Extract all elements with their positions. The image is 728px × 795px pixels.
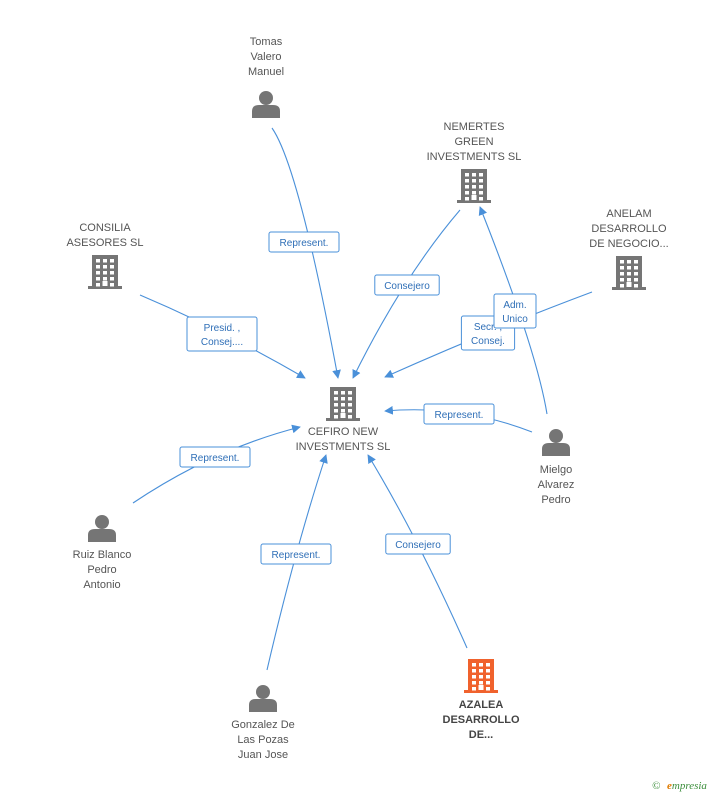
edge-label-mielgo-nemertes[interactable]: Adm. Unico bbox=[493, 293, 537, 329]
edge-label-text: Presid. , bbox=[204, 323, 241, 334]
edge-label-text: Represent. bbox=[435, 410, 484, 421]
node-label: ANELAM bbox=[606, 208, 651, 220]
building-icon bbox=[612, 256, 646, 290]
edge-label-azalea-cefiro[interactable]: Consejero bbox=[385, 533, 451, 555]
edge-label-text: Consej. bbox=[471, 336, 505, 347]
edge-label-nemertes-cefiro[interactable]: Consejero bbox=[374, 274, 440, 296]
edge-label-text: Consejero bbox=[384, 281, 430, 292]
node-label: Ruiz Blanco bbox=[73, 549, 132, 561]
edge-label-tomas-cefiro[interactable]: Represent. bbox=[268, 231, 340, 253]
node-label: INVESTMENTS SL bbox=[427, 151, 522, 163]
node-consilia[interactable]: CONSILIA ASESORES SL bbox=[66, 222, 144, 289]
edge-label-box bbox=[179, 446, 251, 468]
edge-label-text: Adm. bbox=[503, 300, 526, 311]
node-label: Tomas bbox=[250, 36, 283, 48]
edge-label-box bbox=[493, 293, 537, 329]
edge-label-box bbox=[186, 316, 258, 352]
node-anelam[interactable]: ANELAM DESARROLLO DE NEGOCIO... bbox=[589, 208, 669, 290]
edge-mielgo-nemertes bbox=[478, 206, 548, 415]
node-label: Pedro bbox=[541, 494, 570, 506]
edge-label-box bbox=[268, 231, 340, 253]
node-label: Antonio bbox=[83, 579, 120, 591]
edge-label-box bbox=[423, 403, 495, 425]
node-cefiro[interactable]: CEFIRO NEW INVESTMENTS SL bbox=[296, 387, 391, 453]
node-nemertes[interactable]: NEMERTES GREEN INVESTMENTS SL bbox=[427, 121, 522, 203]
brand-logo: empresia bbox=[667, 780, 707, 792]
building-icon bbox=[88, 255, 122, 289]
person-icon bbox=[542, 429, 570, 456]
edges-layer bbox=[132, 127, 593, 671]
node-azalea[interactable]: AZALEA DESARROLLO DE... bbox=[443, 659, 520, 741]
brand-initial: e bbox=[667, 780, 672, 792]
edge-label-consilia-cefiro[interactable]: Presid. , Consej.... bbox=[186, 316, 258, 352]
node-label: CONSILIA bbox=[79, 222, 131, 234]
node-label: Valero bbox=[251, 51, 282, 63]
node-label: DE NEGOCIO... bbox=[589, 238, 668, 250]
edge-label-mielgo-cefiro[interactable]: Represent. bbox=[423, 403, 495, 425]
brand-rest: mpresia bbox=[672, 780, 708, 792]
node-label: Alvarez bbox=[538, 479, 575, 491]
building-icon bbox=[457, 169, 491, 203]
copyright-symbol: © bbox=[652, 780, 661, 792]
footer-brand[interactable]: © empresia bbox=[652, 780, 707, 792]
node-label: ASESORES SL bbox=[66, 237, 143, 249]
node-label: INVESTMENTS SL bbox=[296, 441, 391, 453]
edge-label-text: Consejero bbox=[395, 540, 441, 551]
edge-label-box bbox=[260, 543, 332, 565]
edge-label-text: Represent. bbox=[272, 550, 321, 561]
edge-label-text: Represent. bbox=[280, 238, 329, 249]
building-icon bbox=[464, 659, 498, 693]
node-label: NEMERTES bbox=[444, 121, 505, 133]
building-icon bbox=[326, 387, 360, 421]
edge-label-box bbox=[385, 533, 451, 555]
node-label: Las Pozas bbox=[237, 734, 289, 746]
node-label: DESARROLLO bbox=[443, 714, 520, 726]
node-label: Gonzalez De bbox=[231, 719, 295, 731]
edge-label-ruiz-cefiro[interactable]: Represent. bbox=[179, 446, 251, 468]
edge-label-text: Represent. bbox=[191, 453, 240, 464]
node-label: CEFIRO NEW bbox=[308, 426, 379, 438]
person-icon bbox=[252, 91, 280, 118]
edge-label-text: Unico bbox=[502, 314, 528, 325]
person-icon bbox=[249, 685, 277, 712]
person-icon bbox=[88, 515, 116, 542]
node-label: Pedro bbox=[87, 564, 116, 576]
node-label: DE... bbox=[469, 729, 493, 741]
edge-label-text: Consej.... bbox=[201, 337, 243, 348]
node-label: AZALEA bbox=[459, 699, 504, 711]
node-label: Mielgo bbox=[540, 464, 572, 476]
edge-tomas-cefiro bbox=[271, 127, 341, 379]
nodes-layer: CEFIRO NEW INVESTMENTS SL TomasValeroManue… bbox=[66, 36, 668, 761]
node-label: Manuel bbox=[248, 66, 284, 78]
node-label: Juan Jose bbox=[238, 749, 288, 761]
edge-label-gonzalez-cefiro[interactable]: Represent. bbox=[260, 543, 332, 565]
edge-label-text: Secr. , bbox=[474, 322, 502, 333]
node-label: GREEN bbox=[454, 136, 493, 148]
node-label: DESARROLLO bbox=[591, 223, 667, 235]
edge-label-box bbox=[374, 274, 440, 296]
